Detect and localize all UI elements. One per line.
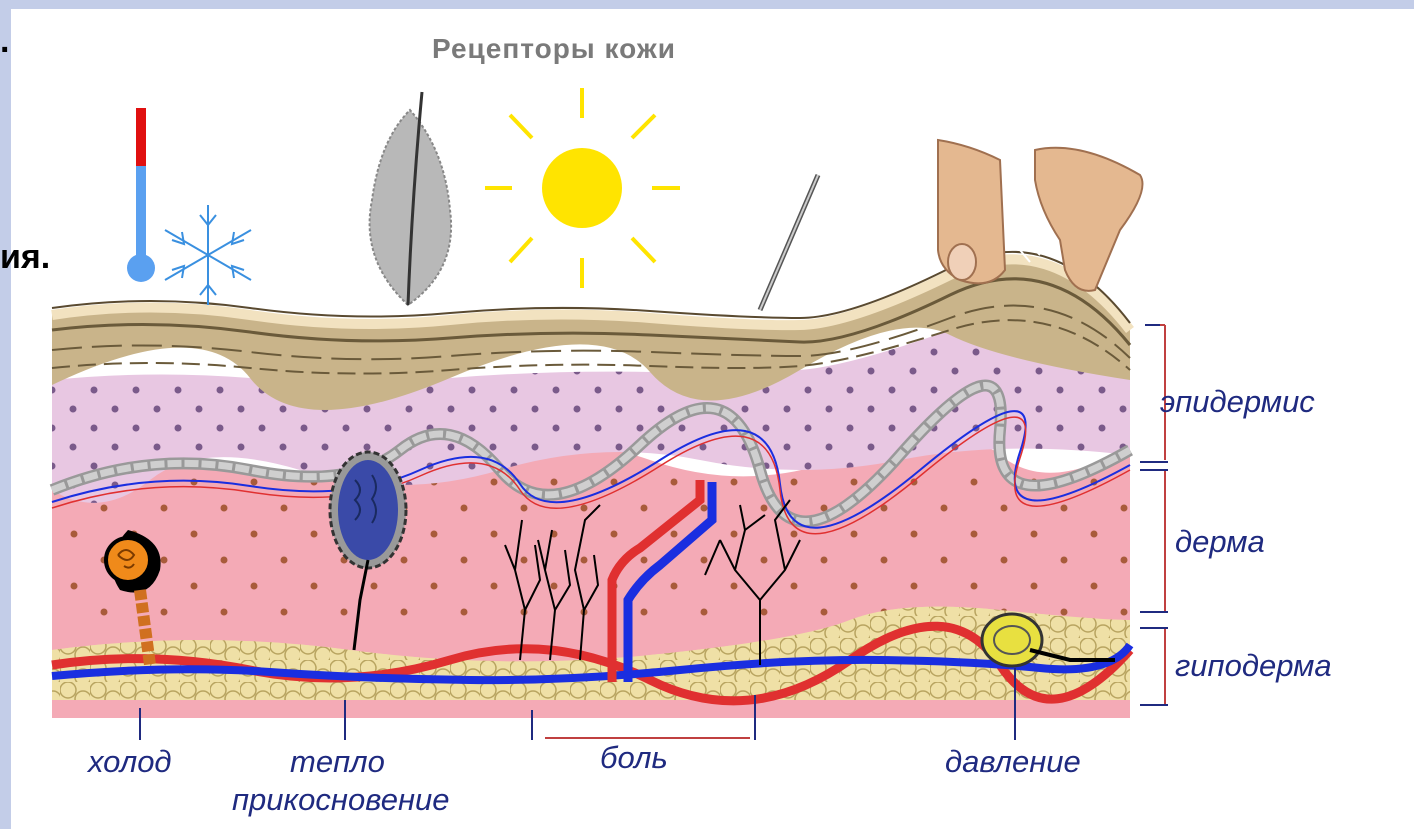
feather-icon [370, 92, 452, 305]
label-touch: прикосновение [232, 782, 450, 818]
layer-brackets [1140, 325, 1168, 705]
diagram-title: Рецепторы кожи [432, 33, 676, 65]
label-warmth: тепло [290, 744, 385, 780]
label-pressure: давление [945, 744, 1081, 780]
label-epidermis: эпидермис [1160, 384, 1315, 420]
label-pain: боль [600, 740, 668, 776]
needle-icon [760, 175, 818, 310]
label-dermis: дерма [1175, 524, 1265, 560]
sun-icon [485, 88, 680, 288]
label-hypodermis: гиподерма [1175, 648, 1332, 684]
snowflake-icon [165, 205, 251, 305]
thermometer-icon [127, 108, 155, 282]
label-cold: холод [88, 744, 172, 780]
